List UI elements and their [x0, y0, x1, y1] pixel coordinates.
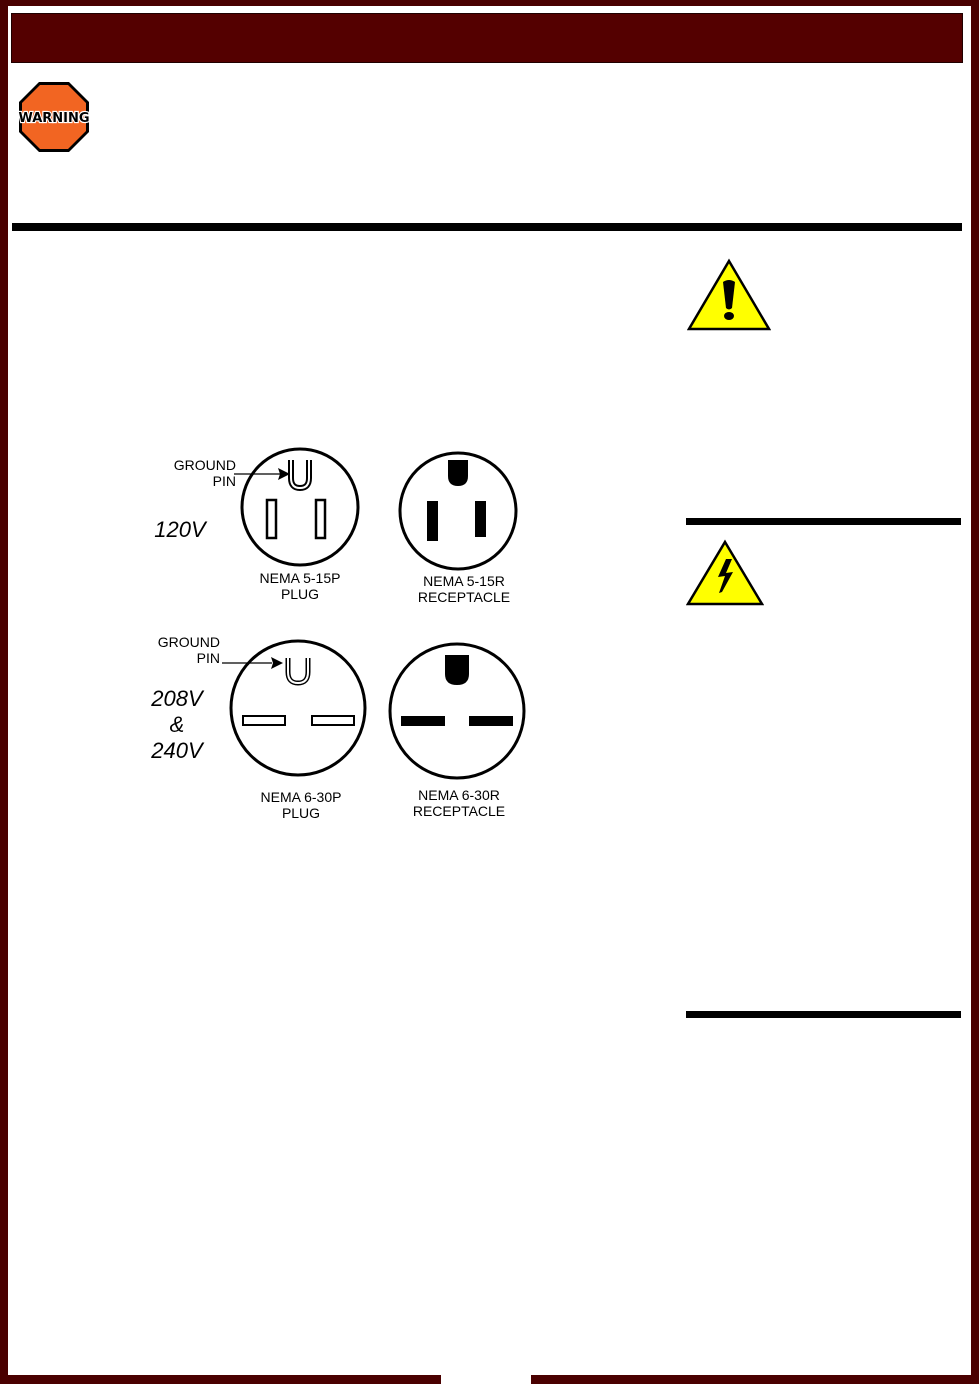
receptacle-6-30r-model: NEMA 6-30R — [418, 787, 500, 803]
plug-6-30p-outline — [229, 639, 367, 777]
receptacle-6-30r-slot-left — [401, 716, 445, 726]
receptacle-6-30r-ground — [445, 655, 469, 685]
plug-5-15p-word: PLUG — [280, 586, 320, 602]
page-frame-right — [971, 0, 979, 1397]
pin-label-line2: PIN — [196, 650, 220, 666]
voltage-208v: 208V — [151, 686, 203, 711]
plug-5-15p-blade-left — [265, 498, 278, 540]
plug-6-30p-word: PLUG — [281, 805, 321, 821]
receptacle-5-15r-slot-left — [427, 501, 438, 541]
plug-6-30p-blade-right — [311, 715, 355, 726]
side-divider-2 — [686, 1011, 961, 1018]
section-divider — [12, 223, 962, 231]
pin-label-line1: PIN — [212, 473, 236, 489]
plug-6-30p-blade-left — [242, 715, 286, 726]
voltage-ampersand: & — [169, 712, 185, 737]
warning-octagon-icon: WARNING — [18, 82, 90, 152]
caution-exclamation-icon — [687, 258, 771, 331]
page-frame-left — [0, 0, 8, 1397]
footer-bar-left — [0, 1375, 441, 1384]
ground-label-line2: GROUND — [157, 634, 220, 650]
plug-diagram-drawing — [222, 447, 526, 780]
footer-bar-right — [531, 1375, 979, 1384]
plug-5-15p-model: NEMA 5-15P — [259, 570, 341, 586]
receptacle-6-30r-label: NEMA 6-30R RECEPTACLE — [399, 787, 519, 819]
plug-5-15p-blade-right — [314, 498, 327, 540]
ground-label-line1: GROUND — [173, 457, 236, 473]
footer-strip — [0, 1384, 979, 1397]
side-divider-1 — [686, 518, 961, 525]
receptacle-5-15r-label: NEMA 5-15R RECEPTACLE — [404, 573, 524, 605]
header-band — [11, 13, 963, 63]
voltage-240v: 240V — [151, 738, 203, 763]
receptacle-6-30r-slot-right — [469, 716, 513, 726]
receptacle-5-15r-word: RECEPTACLE — [417, 589, 511, 605]
plug-5-15p-outline — [240, 447, 360, 567]
electric-shock-icon — [686, 539, 764, 606]
receptacle-5-15r-ground — [448, 460, 468, 486]
voltage-208-240v: 208V & 240V — [146, 686, 208, 764]
ground-pin-label-row2: GROUND PIN — [144, 634, 220, 666]
warning-sign-text: WARNING — [18, 111, 89, 126]
plug-receptacle-diagram: GROUND PIN 120V NEMA 5-15P PLUG NEMA 5-1… — [140, 440, 540, 830]
plug-5-15p-label: NEMA 5-15P PLUG — [250, 570, 350, 602]
receptacle-5-15r-slot-right — [475, 501, 486, 537]
page-frame-top — [0, 0, 979, 6]
plug-6-30p-label: NEMA 6-30P PLUG — [248, 789, 354, 821]
voltage-120v: 120V — [154, 517, 206, 542]
receptacle-6-30r-word: RECEPTACLE — [412, 803, 506, 819]
plug-6-30p-model: NEMA 6-30P — [260, 789, 342, 805]
receptacle-5-15r-model: NEMA 5-15R — [423, 573, 505, 589]
ground-pin-label-row1: GROUND PIN — [160, 457, 236, 489]
receptacle-6-30r-outline — [388, 642, 526, 780]
